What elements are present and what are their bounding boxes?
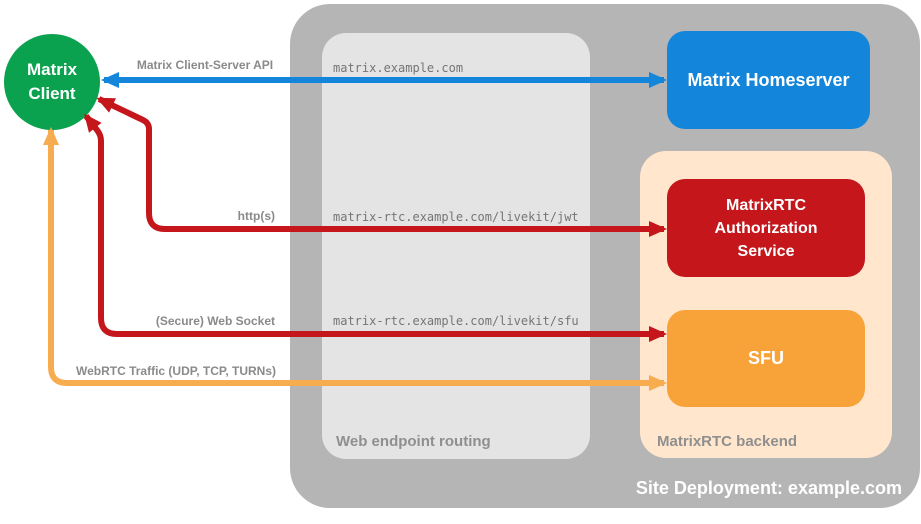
endpoint-livekit-jwt: matrix-rtc.example.com/livekit/jwt xyxy=(333,210,579,224)
https-arrow-label: http(s) xyxy=(237,209,275,223)
sfu-label: SFU xyxy=(748,348,784,368)
web-endpoint-routing-panel: matrix.example.com matrix-rtc.example.co… xyxy=(322,33,590,459)
endpoint-matrix-example-com: matrix.example.com xyxy=(333,61,464,75)
site-deployment-caption: Site Deployment: example.com xyxy=(635,478,902,498)
matrix-client-label: Matrix Client xyxy=(26,60,78,103)
matrixrtc-authorization-service-node: MatrixRTC Authorization Service xyxy=(667,179,865,277)
endpoint-livekit-sfu: matrix-rtc.example.com/livekit/sfu xyxy=(333,314,579,328)
matrixrtc-authorization-service-label: MatrixRTC Authorization Service xyxy=(714,196,818,260)
matrix-homeserver-label: Matrix Homeserver xyxy=(687,69,850,90)
matrix-homeserver-node: Matrix Homeserver xyxy=(667,31,870,129)
client-server-api-arrow-label: Matrix Client-Server API xyxy=(136,58,274,72)
websocket-arrow-label: (Secure) Web Socket xyxy=(155,314,275,328)
matrix-client-node: Matrix Client xyxy=(4,34,100,130)
webrtc-traffic-arrow-label: WebRTC Traffic (UDP, TCP, TURNs) xyxy=(75,364,276,378)
sfu-node: SFU xyxy=(667,310,865,407)
matrixrtc-backend-caption: MatrixRTC backend xyxy=(657,433,798,450)
web-endpoint-routing-caption: Web endpoint routing xyxy=(336,433,491,450)
